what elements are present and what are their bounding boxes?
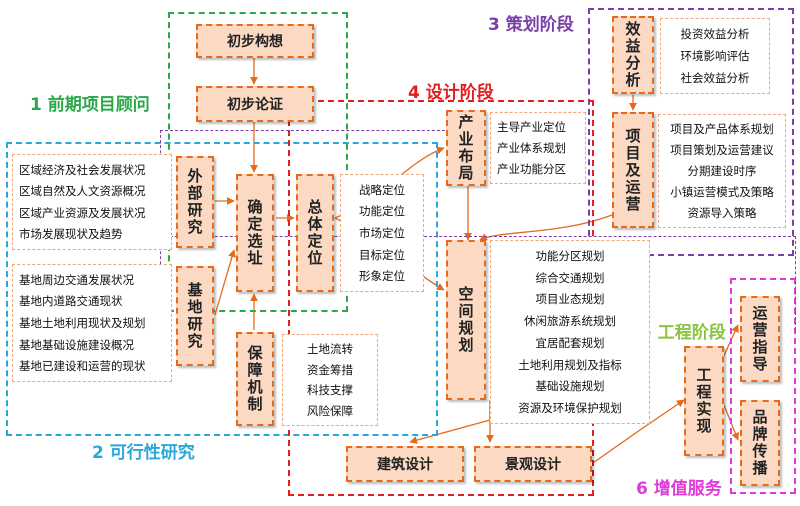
positioning-list: 战略定位 功能定位 市场定位 目标定位 形象定位 [340,174,424,292]
site-item: 基地基础设施建设概况 [19,337,134,352]
overall-positioning-node: 总体定位 [296,174,334,292]
brand-communication-node: 品牌传播 [740,400,780,486]
project-operation-node: 项目及运营 [612,112,654,228]
operation-item: 项目及产品体系规划 [670,122,774,137]
benefit-list: 投资效益分析 环境影响评估 社会效益分析 [660,18,770,94]
site-item: 基地内道路交通现状 [19,294,123,309]
spatial-item: 基础设施规划 [535,379,605,394]
site-selection-node: 确定选址 [236,174,274,292]
operation-item: 分期建设时序 [687,163,757,178]
engineering-node: 工程实现 [684,346,724,456]
positioning-item: 战略定位 [359,182,405,197]
phase1-label: 1 前期项目顾问 [30,95,150,115]
industry-list: 主导产业定位 产业体系规划 产业功能分区 [490,112,586,184]
guarantee-item: 土地流转 [307,342,353,357]
external-item: 区域自然及人文资源概况 [19,184,146,199]
operation-guidance-node: 运营指导 [740,296,780,382]
guarantee-item: 科技支撑 [307,383,353,398]
site-item: 基地土地利用现状及规划 [19,315,146,330]
operation-item: 资源导入策略 [687,205,757,220]
phase2-label: 2 可行性研究 [92,443,195,463]
architecture-design-node: 建筑设计 [346,446,464,482]
positioning-item: 功能定位 [359,204,405,219]
industry-layout-node: 产业布局 [446,110,486,186]
benefit-analysis-node: 效益分析 [612,16,654,94]
phase5-label: 5 工程阶段 [640,323,726,343]
phase3-zone [588,8,794,256]
phase2-zone [6,142,438,436]
industry-item: 产业体系规划 [497,140,566,155]
site-research-node: 基地研究 [176,266,214,366]
industry-item: 主导产业定位 [497,120,566,135]
site-item: 基地周边交通发展状况 [19,272,134,287]
benefit-item: 社会效益分析 [680,71,750,85]
external-research-list: 区域经济及社会发展状况 区域自然及人文资源概况 区域产业资源及发展状况 市场发展… [12,154,172,250]
positioning-item: 市场定位 [359,225,405,240]
spatial-item: 项目业态规划 [535,292,605,307]
spatial-item: 资源及环境保护规划 [518,401,622,416]
spatial-item: 土地利用规划及指标 [518,357,622,372]
site-research-list: 基地周边交通发展状况 基地内道路交通现状 基地土地利用现状及规划 基地基础设施建… [12,264,172,382]
positioning-item: 目标定位 [359,247,405,262]
phase6-label: 6 增值服务 [636,479,722,499]
external-research-node: 外部研究 [176,156,214,248]
benefit-item: 环境影响评估 [680,49,750,63]
guarantee-item: 风险保障 [307,403,353,418]
purple-link-line-2 [160,236,796,330]
benefit-item: 投资效益分析 [680,27,750,41]
external-item: 市场发展现状及趋势 [19,227,123,242]
phase4-label: 4 设计阶段 [408,83,494,103]
guarantee-mechanism-node: 保障机制 [236,332,274,426]
guarantee-list: 土地流转 资金筹措 科技支撑 风险保障 [282,334,378,426]
initial-demonstration-node: 初步论证 [196,86,314,122]
phase3-label: 3 策划阶段 [488,15,574,35]
external-item: 区域产业资源及发展状况 [19,205,146,220]
positioning-item: 形象定位 [359,269,405,284]
industry-item: 产业功能分区 [497,161,566,176]
landscape-design-node: 景观设计 [474,446,592,482]
guarantee-item: 资金筹措 [307,362,353,377]
spatial-item: 综合交通规划 [535,270,605,285]
spatial-list: 功能分区规划 综合交通规划 项目业态规划 休闲旅游系统规划 宜居配套规划 土地利… [490,240,650,424]
spatial-item: 宜居配套规划 [535,335,605,350]
operation-item: 项目策划及运营建议 [670,143,774,158]
phase6-zone [730,278,796,494]
spatial-planning-node: 空间规划 [446,240,486,400]
operation-item: 小镇运营模式及策略 [670,184,774,199]
external-item: 区域经济及社会发展状况 [19,162,146,177]
initial-concept-node: 初步构想 [196,24,314,58]
operation-list: 项目及产品体系规划 项目策划及运营建议 分期建设时序 小镇运营模式及策略 资源导… [658,114,786,228]
site-item: 基地已建设和运营的现状 [19,359,146,374]
spatial-item: 休闲旅游系统规划 [524,314,616,329]
spatial-item: 功能分区规划 [535,248,605,263]
